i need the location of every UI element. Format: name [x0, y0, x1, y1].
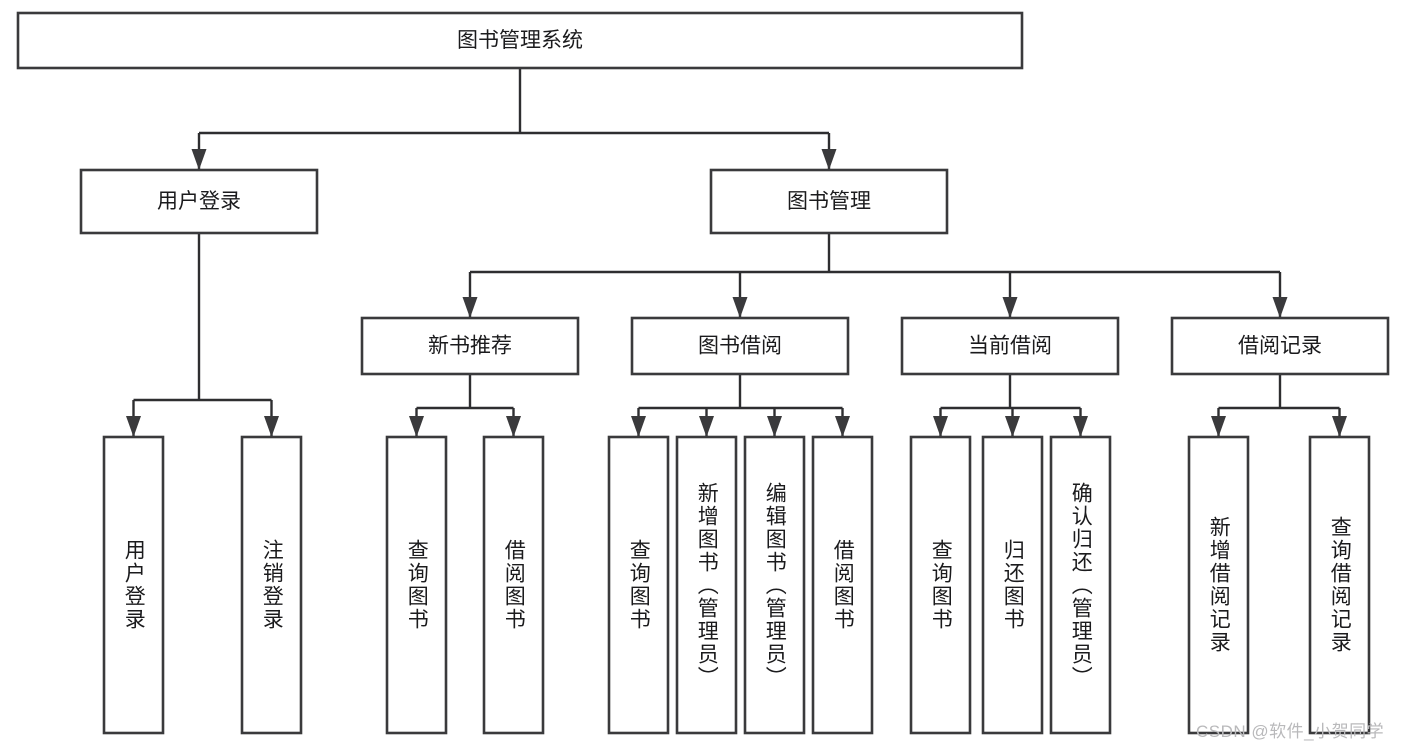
leaf-node-4-box[interactable] — [607, 435, 670, 735]
leaf-node-11-box[interactable] — [1187, 435, 1250, 735]
leaf-node-1-box[interactable] — [240, 435, 303, 735]
csdn-watermark: CSDN @软件_小贺同学 — [1196, 722, 1385, 741]
leafbus-new-book-recommend-arrow-0 — [409, 416, 424, 437]
leafbus-user-login-arrow-0 — [126, 416, 141, 437]
leafbus-new-book-recommend-arrow-1 — [506, 416, 521, 437]
leafbus-current-borrow-arrow-1 — [1005, 416, 1020, 437]
leafbus-book-borrow-arrow-3 — [835, 416, 850, 437]
level3-node-3-box[interactable] — [1170, 316, 1390, 376]
level3-node-1-label: 图书借阅 — [698, 335, 782, 358]
level2-node-0-label: 用户登录 — [157, 190, 241, 213]
bookmanage-to-level3-arrow-0 — [462, 297, 478, 318]
level3-node-0-label: 新书推荐 — [428, 335, 512, 358]
connectors-layer — [126, 68, 1347, 437]
level3-node-1-box[interactable] — [630, 316, 850, 376]
leafbus-user-login-arrow-1 — [264, 416, 279, 437]
level3-node-3-label: 借阅记录 — [1238, 335, 1322, 358]
bookmanage-to-level3-arrow-2 — [1002, 297, 1018, 318]
root-to-level2-arrow-0 — [191, 149, 207, 170]
bookmanage-to-level3-arrow-1 — [732, 297, 748, 318]
leafbus-borrow-record-arrow-0 — [1211, 416, 1226, 437]
leaf-node-12-box[interactable] — [1308, 435, 1371, 735]
level3-node-0-box[interactable] — [360, 316, 580, 376]
leafbus-current-borrow-arrow-0 — [933, 416, 948, 437]
leaf-node-6-box[interactable] — [743, 435, 806, 735]
leafbus-current-borrow-arrow-2 — [1073, 416, 1088, 437]
leaf-node-2-box[interactable] — [385, 435, 448, 735]
level3-node-2-box[interactable] — [900, 316, 1120, 376]
leaf-node-10-box[interactable] — [1049, 435, 1112, 735]
level3-node-2-label: 当前借阅 — [968, 335, 1052, 358]
boxes-layer — [16, 11, 1390, 735]
leafbus-book-borrow-arrow-0 — [631, 416, 646, 437]
leaf-node-3-box[interactable] — [482, 435, 545, 735]
root-node-box[interactable] — [16, 11, 1024, 70]
leaf-node-9-box[interactable] — [981, 435, 1044, 735]
bookmanage-to-level3-arrow-3 — [1272, 297, 1288, 318]
leafbus-book-borrow-arrow-2 — [767, 416, 782, 437]
level2-node-0-box[interactable] — [79, 168, 319, 235]
leaf-node-8-box[interactable] — [909, 435, 972, 735]
level2-node-1-box[interactable] — [709, 168, 949, 235]
root-to-level2-arrow-1 — [821, 149, 837, 170]
leafbus-book-borrow-arrow-1 — [699, 416, 714, 437]
leafbus-borrow-record-arrow-1 — [1332, 416, 1347, 437]
level2-node-1-label: 图书管理 — [787, 190, 871, 213]
leaf-node-5-box[interactable] — [675, 435, 738, 735]
root-node-label: 图书管理系统 — [457, 29, 583, 52]
leaf-node-7-box[interactable] — [811, 435, 874, 735]
leaf-node-0-box[interactable] — [102, 435, 165, 735]
